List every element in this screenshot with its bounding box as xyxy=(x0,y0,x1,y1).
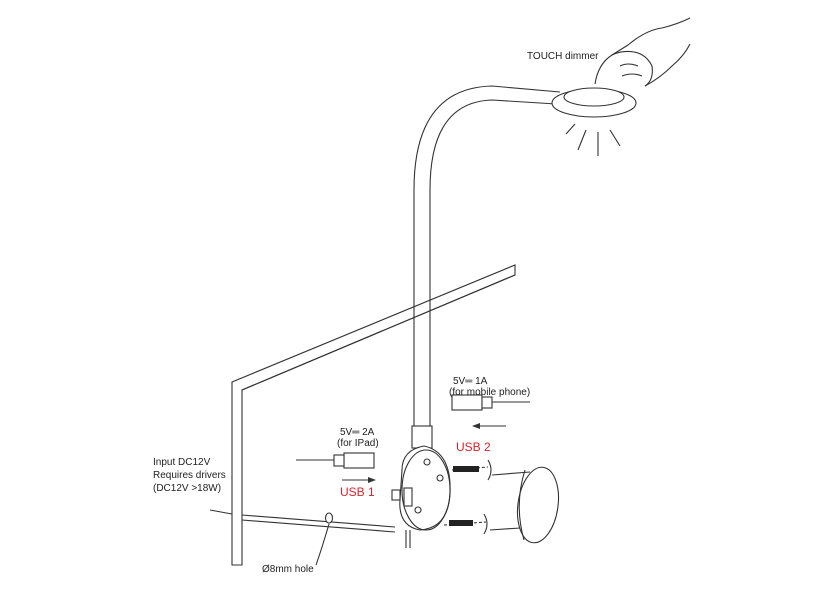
usb1-plug xyxy=(296,452,376,483)
base-housing xyxy=(391,445,451,531)
touch-dimmer-label: TOUCH dimmer xyxy=(527,51,599,62)
input-voltage-label: Input DC12V xyxy=(153,457,211,468)
cover-disc xyxy=(516,466,560,544)
hand-illustration xyxy=(594,17,691,87)
driver-requirement-label: Requires drivers xyxy=(153,470,226,481)
usb2-name-label: USB 2 xyxy=(456,440,491,454)
usb2-note-label: (for mobile phone) xyxy=(449,387,530,398)
usb2-plug xyxy=(451,394,530,429)
hole-size-label: Ø8mm hole xyxy=(262,564,314,575)
neck-collar xyxy=(411,425,433,449)
usb1-spec-label: 5V═ 2A xyxy=(340,427,375,438)
usb1-name-label: USB 1 xyxy=(340,485,375,499)
usb1-note-label: (for IPad) xyxy=(337,438,379,449)
wall-panel xyxy=(231,264,516,566)
usb2-spec-label: 5V═ 1A xyxy=(453,376,488,387)
lamp-head xyxy=(551,87,637,156)
screws xyxy=(443,459,531,535)
mounting-hole xyxy=(315,512,334,566)
driver-rating-label: (DC12V >18W) xyxy=(153,483,221,494)
input-cable xyxy=(209,509,411,548)
gooseneck-arm xyxy=(413,85,561,430)
